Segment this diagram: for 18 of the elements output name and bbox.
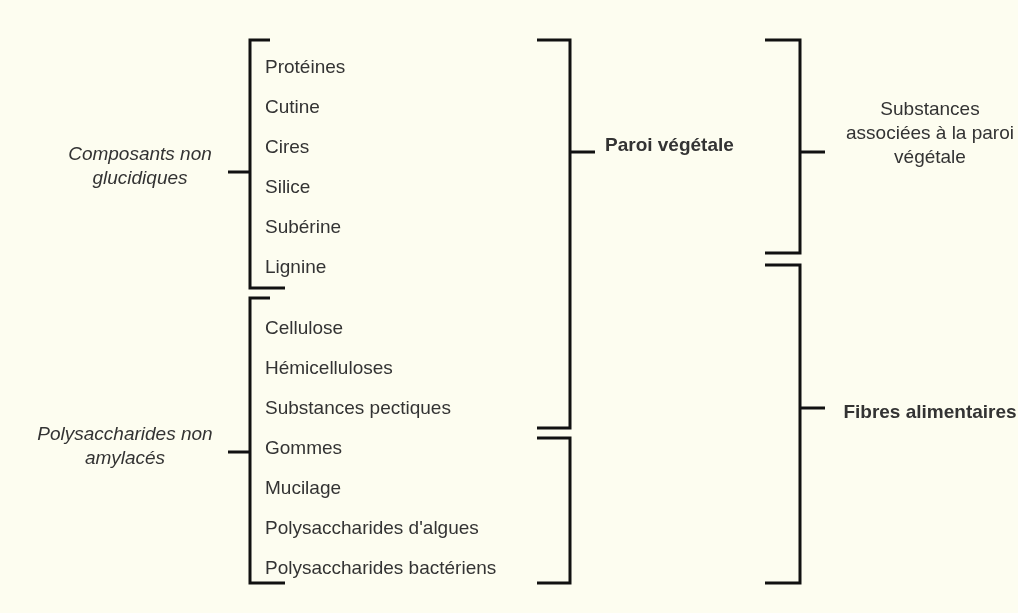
component-label: Subérine	[265, 215, 343, 239]
component-label: Lignine	[265, 255, 328, 279]
component-label: Mucilage	[265, 476, 343, 500]
category-label: Paroi végétale	[605, 133, 735, 157]
component-label: Polysaccharides d'algues	[265, 516, 480, 540]
category-label: Fibres alimentaires	[842, 400, 1018, 424]
component-label: Substances pectiques	[265, 396, 452, 420]
component-label: Protéines	[265, 55, 347, 79]
group-label: Composants non glucidiques	[67, 142, 213, 190]
group-label: Polysaccharides non amylacés	[36, 422, 214, 470]
component-label: Silice	[265, 175, 312, 199]
component-label: Hémicelluloses	[265, 356, 394, 380]
category-label: Substances associées à la paroi végétale	[845, 97, 1015, 169]
component-label: Cires	[265, 135, 311, 159]
component-label: Polysaccharides bactériens	[265, 556, 498, 580]
component-label: Cutine	[265, 95, 321, 119]
component-label: Gommes	[265, 436, 344, 460]
component-label: Cellulose	[265, 316, 345, 340]
